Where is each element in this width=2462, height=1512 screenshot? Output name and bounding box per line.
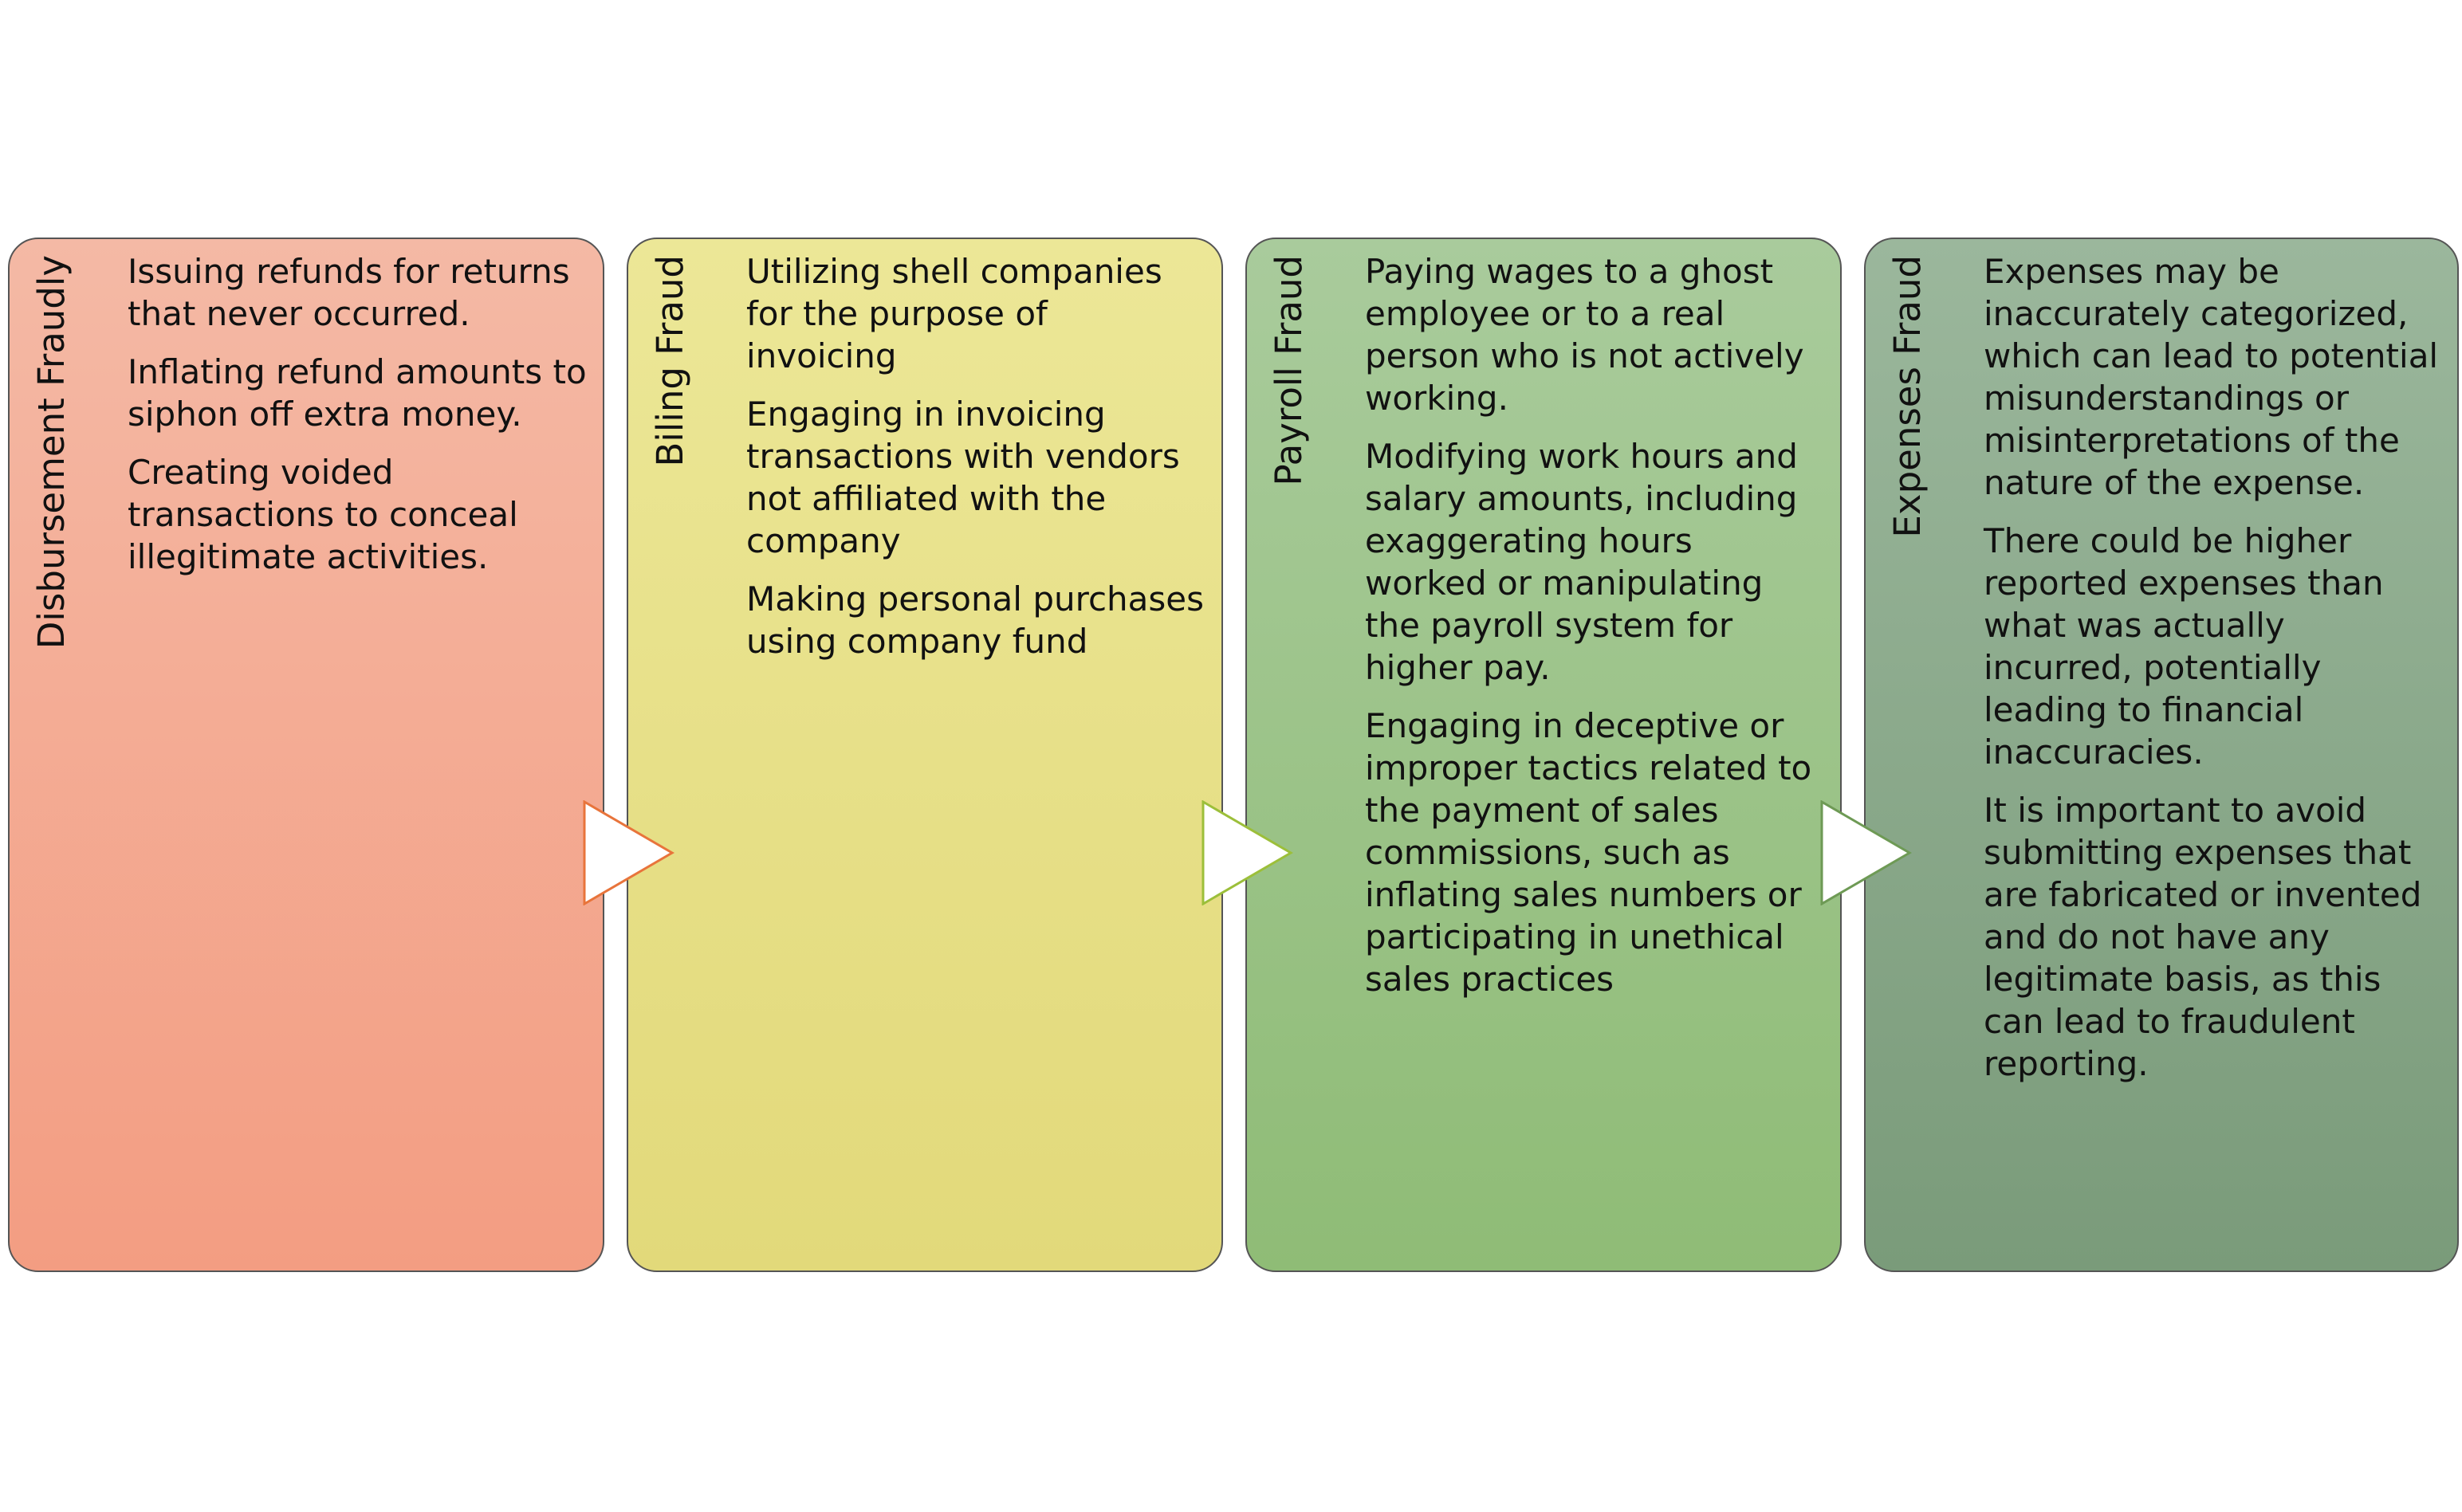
panel-expenses-fraud: Expenses Fraud Expenses may be inaccurat…: [1864, 238, 2459, 1272]
arrow-right-icon: [1202, 800, 1293, 905]
list-item: It is important to avoid submitting expe…: [1984, 791, 2422, 1083]
panel-payroll-fraud: Payroll Fraud Paying wages to a ghost em…: [1245, 238, 1842, 1272]
panel-disbursement-fraud: Disbursement Fraudly Issuing refunds for…: [8, 238, 604, 1272]
arrow-right-icon: [1820, 800, 1912, 905]
list-item: Modifying work hours and salary amounts,…: [1365, 437, 1798, 687]
panel-billing-fraud: Biling Fraud Utilizing shell companies f…: [627, 238, 1223, 1272]
list-item: Making personal purchases using company …: [746, 579, 1204, 661]
list-item: Creating voided transactions to conceal …: [128, 453, 518, 576]
list-item: Issuing refunds for returns that never o…: [128, 252, 570, 333]
panel-body: Issuing refunds for returns that never o…: [128, 250, 587, 594]
panel-title: Payroll Fraud: [1268, 255, 1310, 486]
panel-title: Expenses Fraud: [1886, 255, 1929, 538]
list-item: Engaging in invoicing transactions with …: [746, 395, 1180, 560]
list-item: Inflating refund amounts to siphon off e…: [128, 352, 587, 434]
panel-title: Disbursement Fraudly: [30, 255, 73, 650]
list-item: Utilizing shell companies for the purpos…: [746, 252, 1162, 375]
panel-body: Utilizing shell companies for the purpos…: [746, 250, 1205, 678]
arrow-right-icon: [583, 800, 674, 905]
panel-title: Biling Fraud: [649, 255, 691, 467]
list-item: Engaging in deceptive or improper tactic…: [1365, 706, 1812, 999]
list-item: Paying wages to a ghost employee or to a…: [1365, 252, 1804, 418]
list-item: Expenses may be inaccurately categorized…: [1984, 252, 2439, 502]
panel-body: Expenses may be inaccurately categorized…: [1984, 250, 2441, 1101]
list-item: There could be higher reported expenses …: [1984, 521, 2384, 772]
panel-body: Paying wages to a ghost employee or to a…: [1365, 250, 1824, 1016]
